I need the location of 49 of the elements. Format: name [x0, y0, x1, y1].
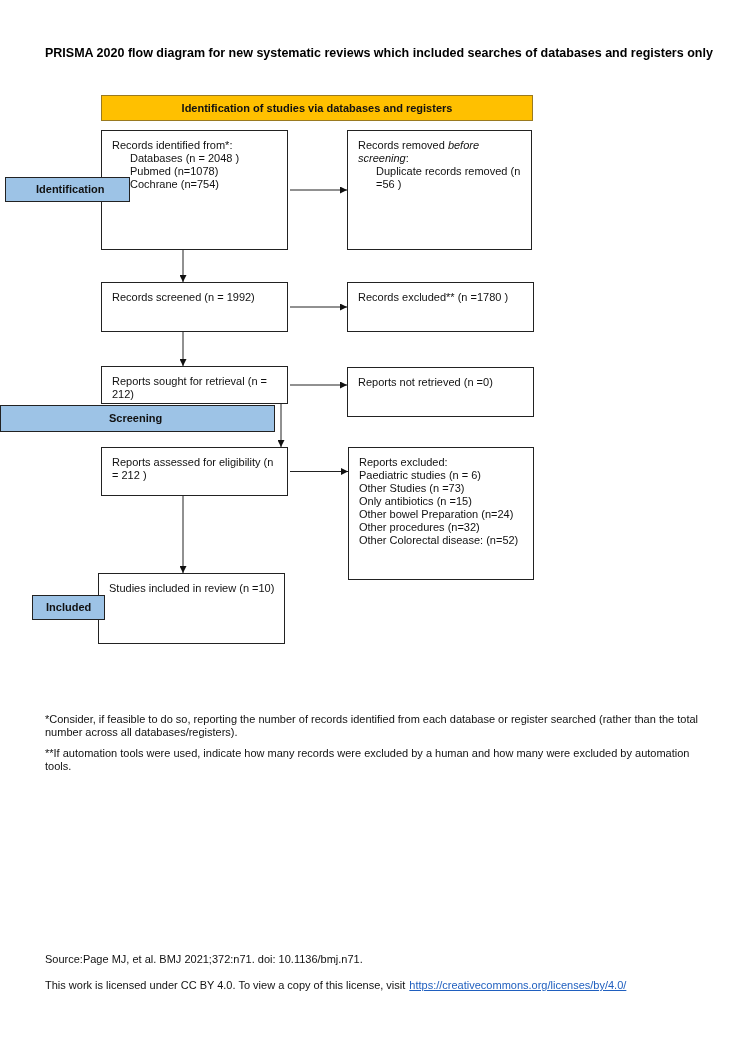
- stage-label-band: [32, 595, 105, 620]
- process-box: [101, 447, 288, 496]
- header-text: Identification of studies via databases and registers: [181, 101, 453, 115]
- stage-label: Screening: [109, 412, 163, 425]
- arrow: [179, 249, 187, 283]
- arrow: [179, 331, 187, 367]
- stage-label: Identification: [36, 183, 105, 196]
- section-header: [101, 95, 533, 121]
- footnote: *Consider, if feasible to do so, reporting the number of records identified from each database or register searched (rather than the total number across all databases/registers).: [45, 713, 700, 739]
- source-citation: Source:Page MJ, et al. BMJ 2021;372:n71. doi: 10.1136/bmj.n71.: [45, 953, 364, 966]
- process-box: [347, 367, 534, 417]
- footnote: **If automation tools were used, indicate how many records were excluded by a human and how many were excluded by automation tools.: [45, 747, 691, 773]
- arrow: [289, 468, 349, 475]
- box-text: Reports not retrieved (n =0): [358, 376, 494, 389]
- box-text: Other Studies (n =73): [359, 482, 466, 495]
- box-text: Other Colorectal disease: (n=52): [359, 534, 520, 547]
- arrow: [179, 495, 187, 574]
- box-text: Studies included in review (n =10): [109, 582, 276, 595]
- box-text: Reports sought for retrieval (n = 212): [112, 375, 268, 401]
- link: https://creativecommons.org/licenses/by/4.0/: [409, 979, 627, 992]
- process-box: [101, 282, 288, 332]
- box-text: Records excluded** (n =1780 ): [358, 291, 510, 304]
- box-text: Pubmed (n=1078): [129, 165, 220, 178]
- arrow: [277, 403, 285, 448]
- process-box: [101, 366, 288, 404]
- box-text: Only antibiotics (n =15): [359, 495, 473, 508]
- box-text: Reports assessed for eligibility (n = 212 ): [112, 456, 275, 482]
- stage-label: Included: [46, 601, 92, 614]
- box-text: Records screened (n = 1992): [112, 291, 256, 304]
- box-text: Other bowel Preparation (n=24): [359, 508, 515, 521]
- box-text: Records identified from*:: [112, 139, 234, 152]
- process-box: [98, 573, 285, 644]
- box-text: Reports excluded:: [359, 456, 449, 469]
- stage-label-band: [5, 177, 130, 202]
- box-text: Other procedures (n=32): [359, 521, 481, 534]
- box-text: Paediatric studies (n = 6): [359, 469, 482, 482]
- box-text: Records removed before screening:: [358, 139, 481, 165]
- box-text: Duplicate records removed (n =56 ): [375, 165, 522, 191]
- stage-label-band: [0, 405, 275, 432]
- arrow: [289, 381, 348, 389]
- box-text: Cochrane (n=754): [129, 178, 220, 191]
- license-note: This work is licensed under CC BY 4.0. To view a copy of this license, visit: [45, 979, 406, 992]
- process-box: [347, 130, 532, 250]
- process-box: [347, 282, 534, 332]
- arrow: [289, 186, 348, 194]
- arrow: [289, 303, 348, 311]
- diagram-title: PRISMA 2020 flow diagram for new systematic reviews which included searches of databases and registers only: [45, 46, 713, 60]
- box-text: Databases (n = 2048 ): [129, 152, 241, 165]
- process-box: [348, 447, 534, 580]
